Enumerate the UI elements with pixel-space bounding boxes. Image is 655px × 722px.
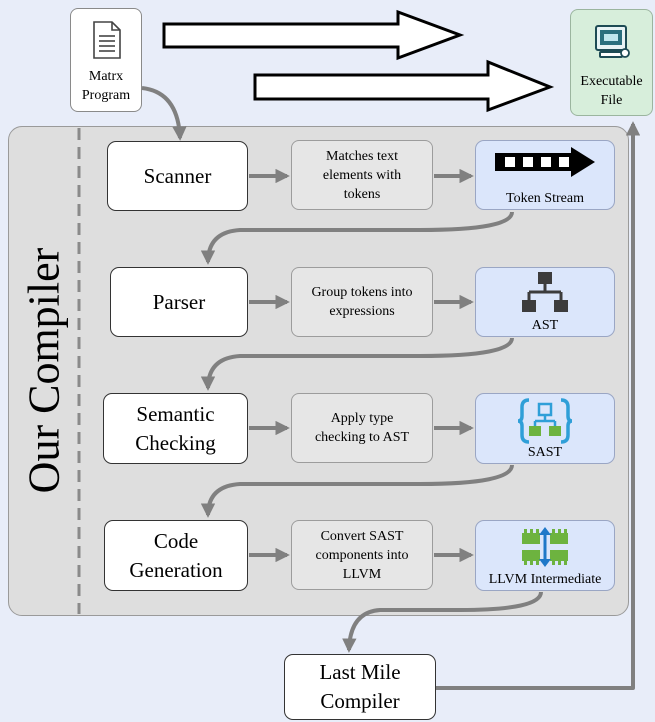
semantic-checking-description: Apply type checking to AST bbox=[291, 393, 433, 463]
ast-output: AST bbox=[475, 267, 615, 337]
token-stream-icon bbox=[476, 145, 614, 181]
last-mile-compiler-stage: Last Mile Compiler bbox=[284, 654, 436, 720]
semantic-checking-stage: Semantic Checking bbox=[103, 393, 248, 464]
big-arrow-upper bbox=[162, 9, 465, 61]
braced-tree-icon bbox=[476, 398, 614, 444]
llvm-intermediate-label: LLVM Intermediate bbox=[488, 572, 602, 587]
computer-icon bbox=[595, 25, 630, 58]
input-program-node: Matrx Program bbox=[70, 8, 142, 112]
compiler-title: Our Compiler bbox=[19, 247, 69, 493]
parser-stage: Parser bbox=[110, 267, 248, 337]
ast-label: AST bbox=[531, 318, 559, 333]
token-stream-output: Token Stream bbox=[475, 140, 615, 210]
document-icon bbox=[93, 21, 121, 59]
sast-output: SAST bbox=[475, 393, 615, 464]
parser-description: Group tokens into expressions bbox=[291, 267, 433, 337]
token-stream-label: Token Stream bbox=[506, 191, 584, 206]
chip-exchange-icon bbox=[476, 525, 614, 569]
code-generation-description: Convert SAST components into LLVM bbox=[291, 520, 433, 590]
scanner-description: Matches text elements with tokens bbox=[291, 140, 433, 210]
sast-label: SAST bbox=[527, 445, 563, 460]
big-arrow-lower bbox=[253, 59, 555, 113]
scanner-stage: Scanner bbox=[107, 141, 248, 211]
llvm-intermediate-output: LLVM Intermediate bbox=[475, 520, 615, 591]
code-generation-stage: Code Generation bbox=[104, 520, 248, 591]
executable-file-node: Executable File bbox=[570, 9, 653, 116]
executable-file-label: Executable File bbox=[580, 74, 643, 108]
tree-hierarchy-icon bbox=[476, 272, 614, 316]
input-program-label: Matrx Program bbox=[81, 69, 131, 103]
